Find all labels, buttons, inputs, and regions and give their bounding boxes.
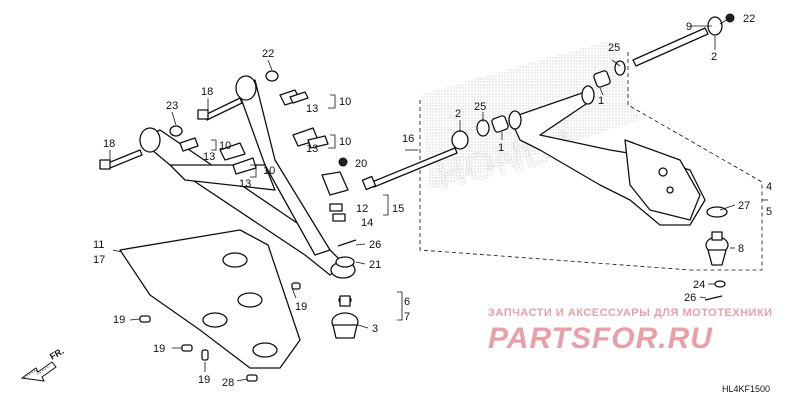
callout-23-left: 23	[166, 100, 178, 112]
callout-26-right: 26	[684, 292, 696, 304]
nuts-23	[169, 70, 279, 137]
assembly-outline-right	[419, 52, 768, 271]
callout-26-left: 26	[369, 239, 381, 251]
callout-8: 8	[738, 243, 744, 255]
callout-19-a: 19	[113, 314, 125, 326]
front-lower-arm-right	[508, 85, 706, 226]
callout-13-c: 13	[203, 151, 215, 163]
callout-2-top: 2	[711, 51, 717, 63]
callout-17: 16	[402, 133, 414, 145]
callout-10-a: 10	[339, 96, 351, 108]
callout-16: 17	[93, 254, 105, 266]
callout-10-b: 10	[339, 136, 351, 148]
callout-13-a: 13	[306, 103, 318, 115]
callout-21: 21	[369, 259, 381, 271]
watermark: ЗАПЧАСТИ И АКСЕССУАРЫ ДЛЯ МОТОТЕХНИКИ PA…	[488, 307, 773, 355]
callout-2-mid: 2	[455, 108, 461, 120]
watermark-brand: PARTSFOR.RU	[488, 322, 713, 355]
callout-11: 11	[93, 239, 104, 251]
arm-guard	[119, 229, 301, 369]
ball-joint-left	[331, 256, 359, 339]
callout-19-d: 19	[295, 301, 307, 313]
callout-5: 5	[766, 206, 772, 218]
callout-10-c: 10	[219, 140, 231, 152]
callout-13-b: 13	[306, 143, 318, 155]
callout-18-left: 18	[103, 138, 115, 150]
front-upper-arm-left	[139, 75, 356, 279]
shaft-part	[632, 13, 735, 67]
long-bolt	[361, 147, 458, 191]
front-direction-indicator: FR.	[20, 346, 66, 382]
callout-1-top: 1	[598, 95, 604, 107]
callout-numbers: 9 22 2 25 1 2 25 1 16 4 5 27 8 24 26 22 …	[93, 13, 772, 389]
brake-hose-bracket	[321, 157, 357, 247]
callout-13-d: 13	[239, 178, 251, 190]
callout-14: 14	[361, 217, 373, 229]
clamps	[179, 89, 329, 175]
callout-19-c: 19	[198, 374, 210, 386]
bolts-18	[99, 97, 243, 170]
callout-25-top: 25	[608, 42, 620, 54]
callout-6: 6	[404, 296, 410, 308]
callout-19-b: 19	[153, 343, 165, 355]
callout-25-mid: 25	[474, 101, 486, 113]
diagram-code: HL4KF1500	[722, 384, 770, 394]
callout-7: 7	[404, 311, 410, 323]
ball-joint-right	[705, 206, 729, 266]
callout-12: 12	[356, 203, 368, 215]
leader-lines	[109, 17, 736, 382]
callout-3: 3	[372, 323, 378, 335]
watermark-tagline: ЗАПЧАСТИ И АКСЕССУАРЫ ДЛЯ МОТОТЕХНИКИ	[488, 307, 773, 319]
bushings	[451, 60, 626, 150]
callout-1-mid: 1	[498, 142, 504, 154]
callout-24: 24	[693, 279, 705, 291]
callout-4: 4	[766, 181, 772, 193]
callout-22: 22	[743, 13, 755, 25]
callout-28: 28	[222, 377, 234, 389]
callout-15: 15	[392, 203, 404, 215]
callout-27: 27	[738, 200, 750, 212]
front-label: FR.	[48, 346, 66, 362]
callout-9: 9	[686, 21, 692, 33]
callout-23-top: 22	[262, 48, 274, 60]
callout-20: 20	[355, 158, 367, 170]
callout-18-top: 18	[201, 86, 213, 98]
callout-10-d: 10	[263, 165, 275, 177]
